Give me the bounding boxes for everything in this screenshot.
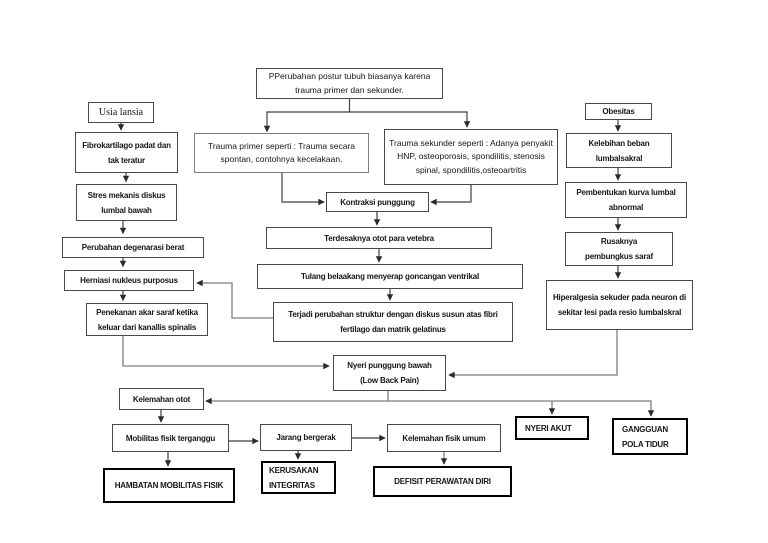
node-kelebihan-beban: Kelebihan beban lumbalsakral — [566, 133, 672, 168]
node-terdesaknya: Terdesaknya otot para vetebra — [266, 227, 492, 249]
node-herniasi: Herniasi nukleus purposus — [64, 270, 194, 291]
node-trauma-primer: Trauma primer seperti : Trauma secara sp… — [194, 133, 369, 173]
node-jarang-bergerak: Jarang bergerak — [260, 424, 352, 451]
node-kelemahan-fisik-umum: Kelemahan fisik umum — [387, 424, 501, 452]
node-pembentukan-kurva: Pembentukan kurva lumbal abnormal — [565, 182, 687, 218]
node-stres-mekanis: Stres mekanis diskus lumbal bawah — [76, 184, 177, 221]
node-nyeri-akut: NYERI AKUT — [515, 416, 589, 440]
node-kelemahan-otot: Kelemahan otot — [119, 388, 204, 410]
node-tulang-belakang: Tulang belaakang menyerap goncangan vent… — [257, 264, 523, 289]
node-kerusakan-integritas: KERUSAKAN INTEGRITAS — [261, 461, 336, 494]
node-terjadi-perubahan: Terjadi perubahan struktur dengan diskus… — [273, 302, 513, 342]
node-perubahan-degenarasi: Perubahan degenarasi berat — [62, 237, 204, 258]
node-kontraksi: Kontraksi punggung — [326, 192, 429, 212]
node-rusaknya-pembungkus: Rusaknya pembungkus saraf — [565, 232, 673, 266]
node-usia-lansia: Usia lansia — [88, 102, 154, 123]
node-gangguan-pola-tidur: GANGGUAN POLA TIDUR — [612, 418, 688, 455]
node-pperubahan-postur: PPerubahan postur tubuh biasanya karena … — [256, 68, 443, 99]
node-nyeri-punggung-bawah: Nyeri punggung bawah (Low Back Pain) — [333, 355, 446, 391]
node-obesitas: Obesitas — [585, 103, 652, 120]
node-mobilitas-terganggu: Mobilitas fisik terganggu — [112, 424, 229, 452]
node-hambatan-mobilitas-fisik: HAMBATAN MOBILITAS FISIK — [103, 468, 235, 503]
node-defisit-perawatan-diri: DEFISIT PERAWATAN DIRI — [373, 466, 512, 497]
node-trauma-sekunder: Trauma sekunder seperti : Adanya penyaki… — [384, 129, 558, 185]
node-penekanan: Penekanan akar saraf ketika keluar dari … — [86, 303, 208, 336]
node-fibrokartilago: Fibrokartilago padat dan tak teratur — [75, 132, 178, 173]
node-hiperalgesia: Hiperalgesia sekuder pada neuron di seki… — [546, 280, 693, 330]
